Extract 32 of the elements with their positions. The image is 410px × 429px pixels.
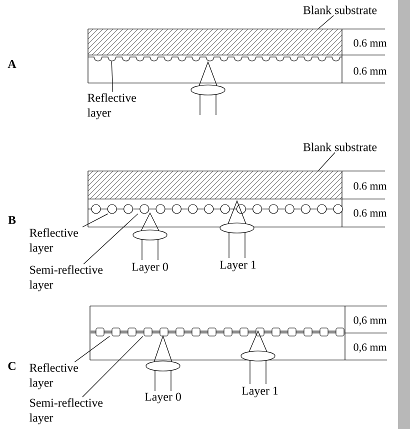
dimension-label: 0.6 mm	[354, 39, 387, 47]
callout-text: Semi-reflective layer	[30, 265, 103, 292]
dimension-label: 0.6 mm	[354, 182, 387, 190]
panel-letter: C	[8, 362, 16, 370]
panel-letter: A	[8, 60, 16, 68]
leader-line	[318, 15, 334, 29]
leader-line	[82, 336, 144, 398]
layer-label: Layer 1	[242, 386, 278, 398]
callout-text: Semi-reflective layer	[30, 398, 103, 424]
dimension-label: 0,6 mm	[354, 344, 387, 352]
dimension-label: 0,6 mm	[354, 316, 387, 326]
pit-track	[88, 56, 342, 62]
leader-line	[82, 214, 108, 228]
layer-beads	[90, 328, 345, 336]
hatched-substrate	[88, 29, 342, 55]
layer-label: Layer 0	[144, 392, 181, 404]
callout-text: Reflective layer	[30, 363, 78, 390]
leader-line	[83, 214, 138, 264]
callout-text: Reflective layer	[88, 93, 136, 120]
layer-label: Layer 0	[132, 262, 168, 274]
leader-line	[111, 61, 114, 92]
dimension-label: 0.6 mm	[354, 67, 387, 75]
layer-beads	[88, 204, 343, 214]
panel-letter: B	[8, 216, 16, 224]
leader-line	[318, 152, 336, 171]
leader-line	[74, 336, 110, 362]
dimension-label: 0.6 mm	[354, 209, 387, 217]
callout-text: Blank substrate	[303, 6, 377, 14]
callout-text: Blank substrate	[303, 142, 377, 152]
layer-label: Layer 1	[220, 260, 256, 272]
hatched-substrate	[88, 171, 342, 199]
callout-text: Reflective layer	[30, 228, 78, 254]
